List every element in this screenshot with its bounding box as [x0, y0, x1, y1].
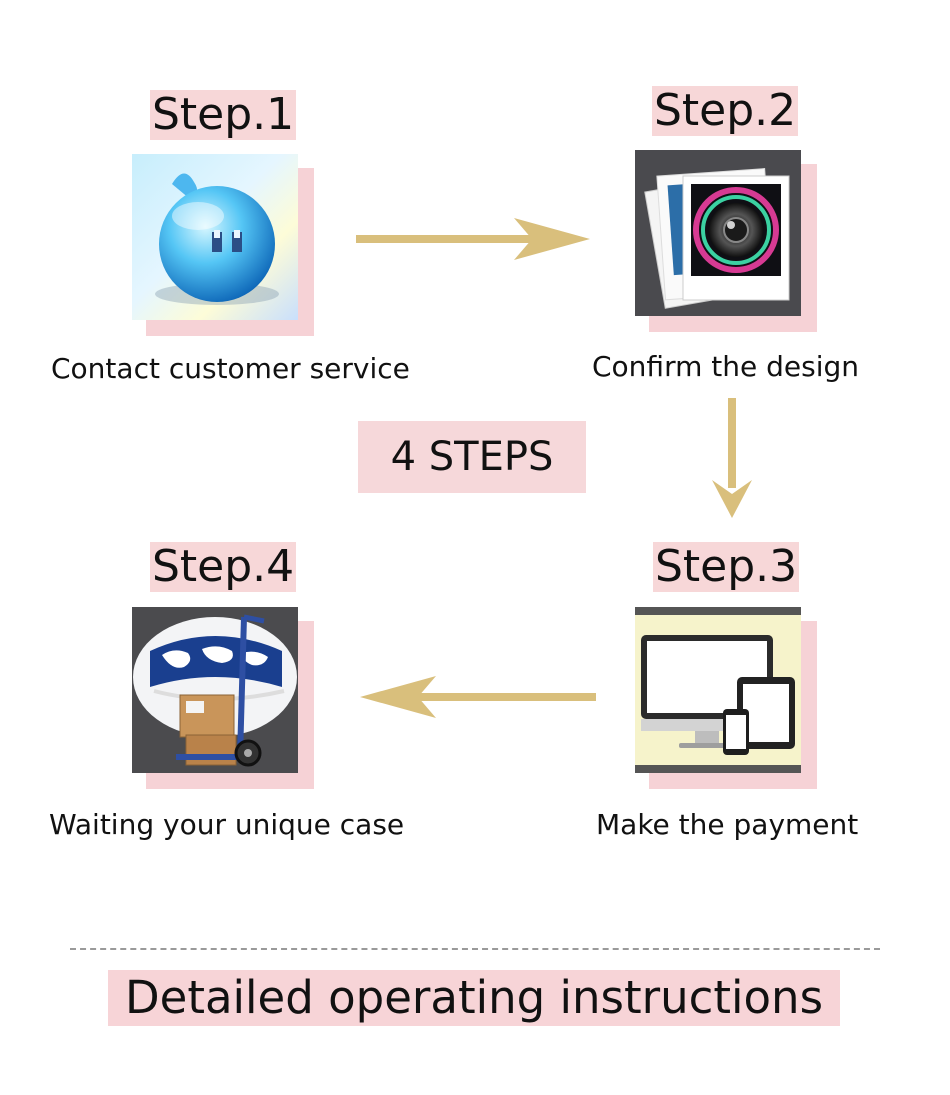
step-4-image	[132, 607, 314, 789]
step-2-title: Step.2	[652, 85, 799, 136]
step-1-image	[132, 154, 314, 336]
step-4-caption: Waiting your unique case	[49, 808, 405, 841]
step-1-caption: Contact customer service	[51, 352, 410, 385]
delivery-globe-icon	[133, 614, 297, 767]
chat-bubble-icon	[155, 173, 279, 305]
step-3-image	[635, 607, 817, 789]
arrow-down-icon	[712, 398, 752, 518]
arrow-left-icon	[360, 676, 596, 718]
step-1-title: Step.1	[150, 89, 297, 140]
step-3-title: Step.3	[653, 541, 800, 592]
step-3-caption: Make the payment	[596, 808, 859, 841]
dashed-divider	[70, 948, 880, 950]
arrow-right-icon	[356, 218, 590, 260]
step-2-image	[635, 150, 817, 332]
devices-icon	[635, 607, 801, 773]
camera-photos-icon	[644, 168, 790, 309]
step-4-title: Step.4	[150, 541, 297, 592]
step-2-caption: Confirm the design	[592, 350, 859, 383]
footer-title: Detailed operating instructions	[108, 970, 840, 1026]
four-steps-label: 4 STEPS	[358, 421, 586, 493]
